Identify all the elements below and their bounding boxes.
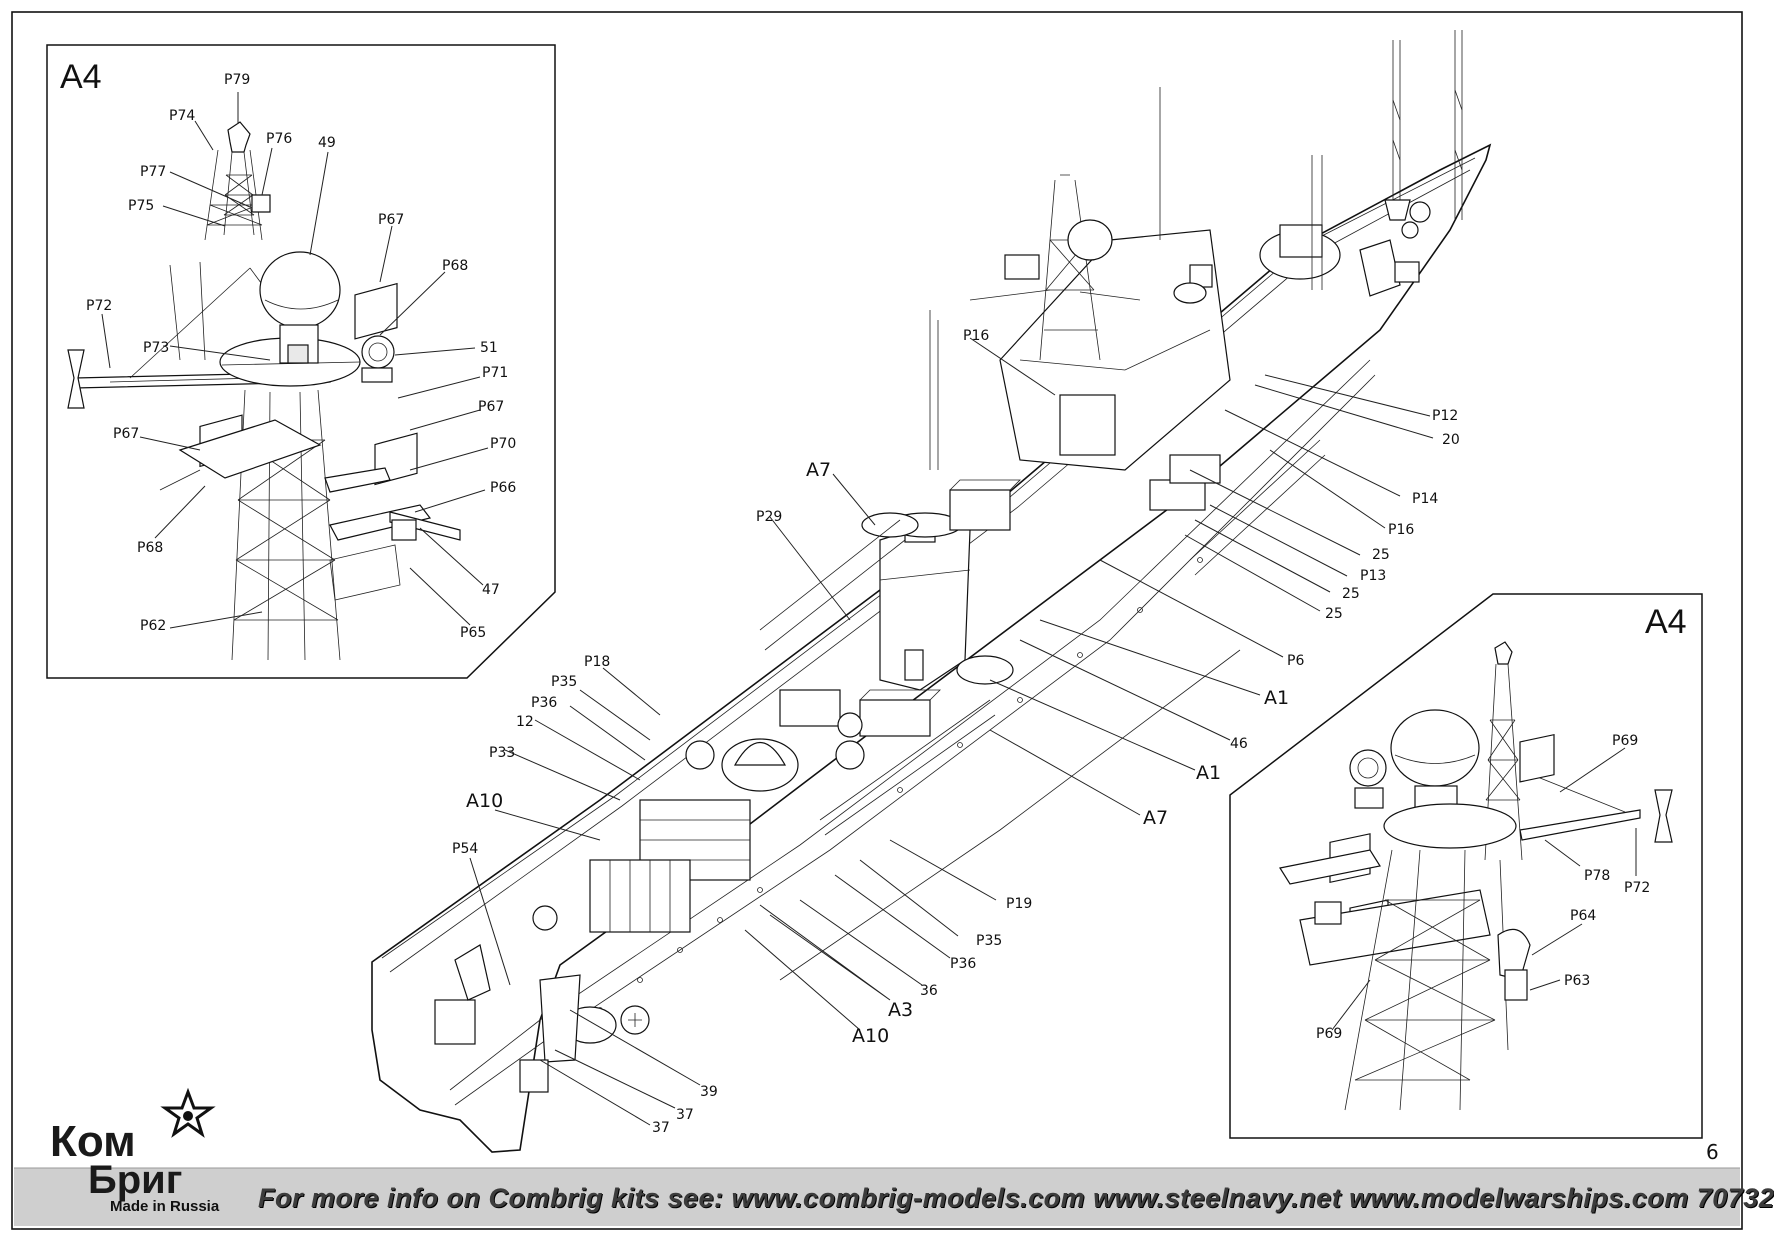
callout: 49	[318, 135, 336, 151]
callout: P79	[224, 72, 250, 88]
callout: P19	[1006, 896, 1032, 912]
callout: 20	[1442, 432, 1460, 448]
callout: P66	[490, 480, 516, 496]
callout: P65	[460, 625, 486, 641]
callout: 37	[676, 1107, 694, 1123]
inset-right-frame	[1229, 593, 1703, 1139]
callout: P64	[1570, 908, 1596, 924]
callout: P63	[1564, 973, 1590, 989]
callout: P29	[756, 509, 782, 525]
callout: P12	[1432, 408, 1458, 424]
callout: A3	[888, 999, 913, 1021]
callout: P13	[1360, 568, 1386, 584]
footer-text: For more info on Combrig kits see: www.c…	[258, 1183, 1774, 1213]
inset-left-frame	[46, 44, 556, 679]
inset-left-title: A4	[60, 58, 102, 96]
callout: P73	[143, 340, 169, 356]
inset-right-labels: P69 P78 P72 P64 P63 P69	[1316, 733, 1650, 1042]
callout: 25	[1342, 586, 1360, 602]
ship-drawing	[371, 30, 1492, 1153]
brand-star-icon	[160, 1087, 216, 1138]
callout: P67	[378, 212, 404, 228]
callout: P71	[482, 365, 508, 381]
callout: 39	[700, 1084, 718, 1100]
callout: P78	[1584, 868, 1610, 884]
callout: A10	[852, 1025, 889, 1047]
callout: A1	[1196, 762, 1221, 784]
callout: P72	[86, 298, 112, 314]
callout: P36	[531, 695, 557, 711]
footer-band	[14, 1168, 1740, 1226]
callout: P6	[1287, 653, 1304, 669]
callout: P62	[140, 618, 166, 634]
inset-right: A4	[1229, 593, 1703, 1139]
callout: A7	[1143, 807, 1168, 829]
callout: P68	[442, 258, 468, 274]
callout: 37	[652, 1120, 670, 1136]
callout: P16	[1388, 522, 1414, 538]
callout: P67	[478, 399, 504, 415]
callout: 25	[1325, 606, 1343, 622]
inset-left-labels: P79 P74 P76 49 P77 P75 P67 P68 P72 51 P7…	[86, 72, 516, 641]
callout: P35	[551, 674, 577, 690]
callout: P16	[963, 328, 989, 344]
callout: A7	[806, 459, 831, 481]
brand-made-in: Made in Russia	[110, 1198, 220, 1215]
brand-logo-line1: Ком	[50, 1117, 136, 1166]
callout: 51	[480, 340, 498, 356]
inset-right-title: A4	[1645, 603, 1687, 641]
callout: P67	[113, 426, 139, 442]
callout: P77	[140, 164, 166, 180]
main-labels: P16 P12 20 P14 A7 P16 P29 25 P13 25 25 P…	[452, 328, 1460, 1136]
page-number: 6	[1706, 1140, 1719, 1164]
callout: A1	[1264, 687, 1289, 709]
callout: P54	[452, 841, 478, 857]
callout: P35	[976, 933, 1002, 949]
callout: P18	[584, 654, 610, 670]
callout: A10	[466, 790, 503, 812]
page-border	[11, 11, 1743, 1230]
callout: P72	[1624, 880, 1650, 896]
callout: P33	[489, 745, 515, 761]
inset-left-leaders	[101, 92, 489, 629]
callout: 47	[482, 582, 500, 598]
callout: 12	[516, 714, 534, 730]
callout: P69	[1612, 733, 1638, 749]
callout: 25	[1372, 547, 1390, 563]
callout: P68	[137, 540, 163, 556]
callout: P76	[266, 131, 292, 147]
callout: 36	[920, 983, 938, 999]
callout: P75	[128, 198, 154, 214]
callout: P70	[490, 436, 516, 452]
inset-left: A4	[46, 44, 556, 679]
mast-drawing-right	[1279, 641, 1673, 1111]
callout: 46	[1230, 736, 1248, 752]
callout: P14	[1412, 491, 1438, 507]
callout: P69	[1316, 1026, 1342, 1042]
inset-right-leaders	[1331, 747, 1637, 1031]
main-leaders	[469, 337, 1434, 1126]
mast-drawing-left	[67, 121, 461, 661]
brand-logo-line2: Бриг	[88, 1158, 183, 1202]
callout: P36	[950, 956, 976, 972]
callout: P74	[169, 108, 195, 124]
